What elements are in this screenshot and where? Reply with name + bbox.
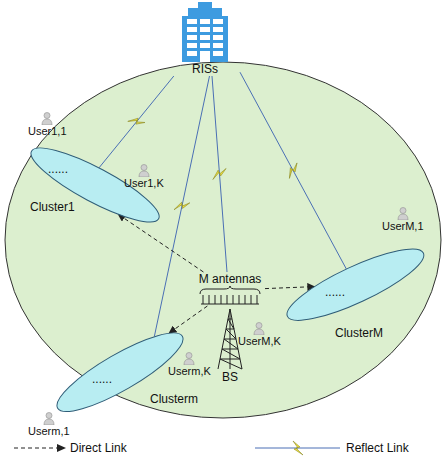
link-line <box>240 72 346 269</box>
node-text: User1,1 <box>28 125 67 138</box>
user-icon <box>183 352 195 365</box>
lightning-mark <box>174 200 190 213</box>
node-text: Cluster1 <box>30 200 75 214</box>
node-illustration <box>195 286 265 306</box>
user-cluster: ClusterMUserM,1UserM,K <box>284 246 427 323</box>
ris-building: RISs <box>170 2 240 76</box>
reflect-link <box>240 72 346 269</box>
user-terminal: Userm,K <box>168 352 211 378</box>
user-icon <box>43 412 55 425</box>
node-text: User1,K <box>124 177 164 190</box>
antenna-array: M antennas <box>195 272 265 306</box>
user-icon <box>41 112 53 125</box>
link-line <box>154 76 209 337</box>
ellipsis-label: ...... <box>92 372 112 386</box>
reflect-link <box>99 76 174 168</box>
user-terminal: User1,K <box>124 164 164 190</box>
lightning-mark <box>128 114 145 131</box>
node-text: BS <box>222 370 238 384</box>
node-text: UserM,K <box>238 335 281 348</box>
legend-text: Direct Link <box>70 441 127 455</box>
link-line <box>265 287 315 289</box>
direct-link <box>265 287 315 289</box>
user-icon <box>398 208 408 221</box>
lightning-mark <box>212 168 227 179</box>
user-cluster: ClustermUserm,KUserm,1 <box>54 330 186 414</box>
link-line <box>99 76 174 168</box>
user-icon <box>253 322 265 335</box>
ellipsis-label: ...... <box>48 162 68 176</box>
reflect-link <box>212 76 227 272</box>
node-text: ClusterM <box>335 326 383 340</box>
legend-direct-sample <box>14 444 66 452</box>
user-terminal: UserM,K <box>238 322 281 348</box>
user-icon <box>44 412 54 425</box>
ellipsis-label: ...... <box>325 285 345 299</box>
reflect-link <box>154 76 209 337</box>
node-illustration <box>170 2 240 62</box>
node-text: Clusterm <box>150 392 198 406</box>
user-icon <box>397 207 409 220</box>
building-icon <box>182 2 228 62</box>
user-icon <box>139 164 149 177</box>
node-text: UserM,1 <box>382 220 424 233</box>
user-icon <box>138 164 150 177</box>
link-line <box>169 306 207 333</box>
direct-link <box>169 306 207 333</box>
link-line <box>212 76 227 272</box>
node-text: Userm,K <box>168 365 211 378</box>
user-terminal: User1,1 <box>28 112 67 138</box>
user-icon <box>254 322 264 335</box>
legend-text: Reflect Link <box>346 441 409 455</box>
user-cluster: Cluster1User1,1User1,K <box>28 145 162 225</box>
cluster-outline <box>284 246 427 323</box>
direct-link <box>118 214 203 272</box>
antenna-array <box>200 286 260 304</box>
node-text: M antennas <box>199 272 262 286</box>
user-icon <box>42 113 52 126</box>
node-text: Userm,1 <box>28 425 70 438</box>
link-line <box>118 214 203 272</box>
legend-reflect-sample <box>255 441 340 455</box>
user-terminal: Userm,1 <box>28 412 70 438</box>
coverage-area <box>5 62 441 418</box>
node-text: RISs <box>192 62 218 76</box>
lightning-mark <box>285 163 302 178</box>
user-terminal: UserM,1 <box>382 207 424 233</box>
user-icon <box>184 352 194 365</box>
